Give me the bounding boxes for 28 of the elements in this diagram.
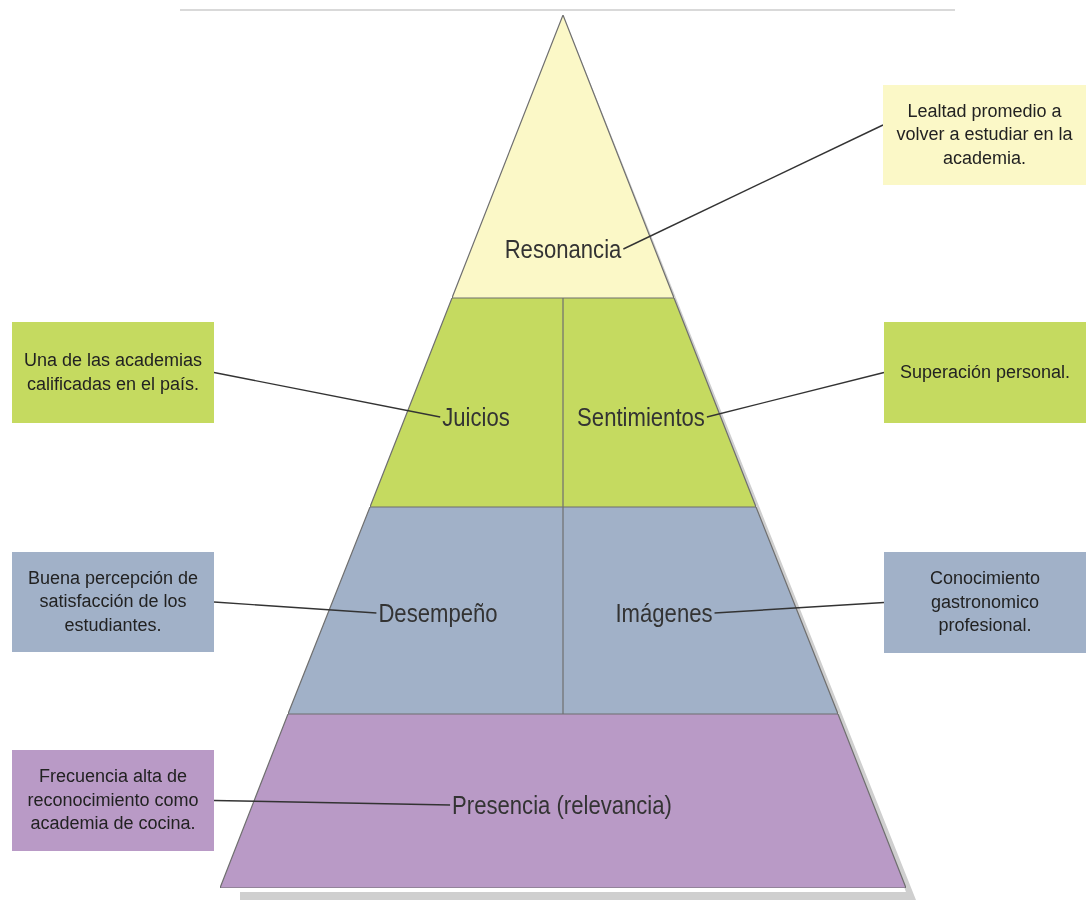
leader-line bbox=[713, 601, 885, 614]
callout-text: Conocimiento gastronomico profesional. bbox=[928, 567, 1042, 638]
callout-box bbox=[884, 552, 1086, 653]
callout-box bbox=[12, 750, 214, 851]
tier-label: Desempeño bbox=[378, 597, 498, 629]
callout-text: Buena percepción de satisfacción de los estudiantes. bbox=[26, 566, 200, 637]
callout-text: Lealtad promedio a volver a estudiar en la academia. bbox=[895, 99, 1074, 170]
callout-text: Una de las academias calificadas en el país. bbox=[22, 349, 204, 396]
pyramid-tier bbox=[220, 714, 906, 888]
pyramid-tier bbox=[563, 298, 756, 507]
callout-box bbox=[883, 85, 1086, 185]
tier-label: Juicios bbox=[442, 401, 510, 433]
leader-line bbox=[622, 124, 884, 250]
leader-line bbox=[213, 799, 451, 806]
tier-label: Sentimientos bbox=[577, 401, 705, 433]
leader-line bbox=[706, 371, 885, 418]
leader-line bbox=[213, 371, 441, 418]
callout-text: Superación personal. bbox=[899, 360, 1071, 384]
callout-text: Frecuencia alta de reconocimiento como academia de cocina. bbox=[26, 765, 200, 836]
tier-label: Imágenes bbox=[615, 597, 713, 629]
pyramid-tier bbox=[370, 298, 563, 507]
callout-box bbox=[12, 552, 214, 652]
callout-box bbox=[12, 322, 214, 423]
leader-line bbox=[213, 601, 378, 614]
tier-label: Resonancia bbox=[504, 233, 622, 265]
callout-box bbox=[884, 322, 1086, 423]
tier-label: Presencia (relevancia) bbox=[452, 789, 672, 821]
pyramid-tier bbox=[452, 15, 674, 298]
